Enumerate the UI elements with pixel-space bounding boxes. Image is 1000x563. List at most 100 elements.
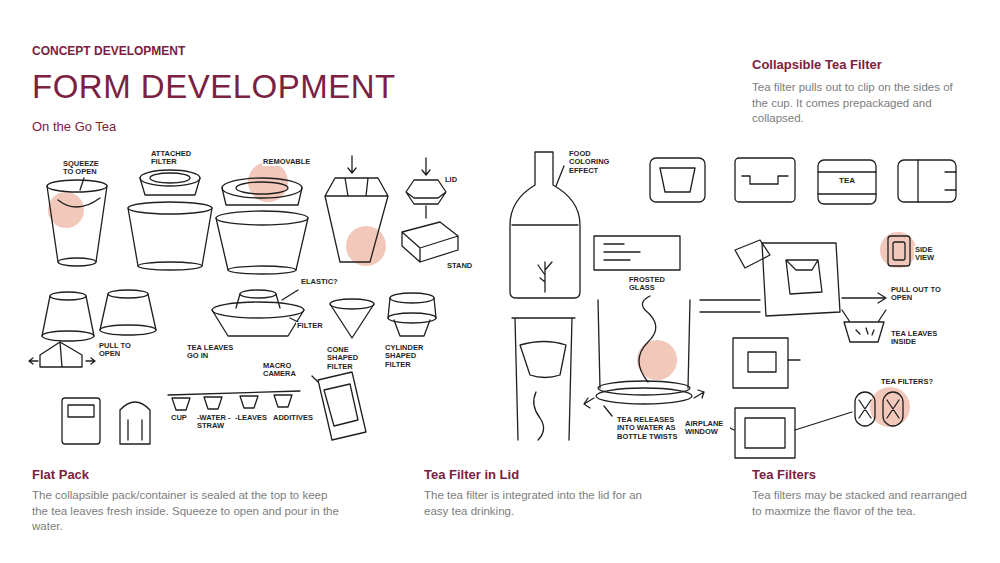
elastic-filter-cup-sketch (240, 290, 276, 298)
twist-bottle-sketch (596, 388, 692, 404)
bottle-sketch (512, 224, 578, 225)
cylinder-filter-sketch (388, 293, 436, 336)
highlight-dot (48, 192, 84, 228)
sketch-annotation: AIRPLANE WINDOW (684, 420, 730, 437)
twist-bottle-sketch (604, 406, 612, 416)
collapsible-filter-sketch (700, 236, 910, 316)
airplane-window-sketch (730, 428, 734, 430)
removable-filter-cup-sketch (236, 182, 288, 194)
attached-filter-cup-sketch (128, 170, 212, 270)
lid-filter-cup-sketch (520, 342, 566, 378)
twist-bottle-sketch (598, 300, 690, 388)
lantern-cup-sketch (348, 156, 356, 173)
attached-filter-cup-sketch (140, 178, 200, 195)
filter-tray-sketch (788, 359, 800, 360)
sketch-annotation: TEA LEAVES INSIDE (890, 330, 940, 347)
sketch-annotation: PULL TO OPEN (98, 342, 136, 359)
sketch-annotation: FILTER (296, 322, 328, 330)
sketch-annotation: ELASTIC? (300, 278, 342, 286)
sketch-annotation: SQUEEZE TO OPEN (62, 160, 106, 177)
sketch-annotation: CUP (170, 414, 192, 422)
elastic-filter-cup-sketch (282, 290, 298, 322)
removable-filter-cup-sketch (222, 188, 302, 205)
highlight-dot (880, 232, 916, 268)
squeeze-cup-sketch (80, 178, 84, 190)
sketch-annotation: SIDE VIEW (914, 246, 950, 263)
card-and-dispenser-sketch (68, 405, 94, 417)
camera-sketch (312, 376, 318, 382)
lid-and-stand-sketch (402, 222, 458, 262)
twist-bottle-sketch (584, 296, 704, 416)
collapsible-filter-sketch (762, 243, 840, 316)
airplane-window-sketch (795, 412, 852, 430)
sketch-annotation: ATTACHED FILTER (150, 150, 198, 167)
airplane-window-sketch (735, 408, 795, 458)
lid-and-stand-sketch (425, 206, 426, 218)
highlight-dot (870, 387, 910, 427)
tea-package-sketch (818, 172, 876, 194)
squeeze-cup-sketch (58, 258, 96, 266)
concept-heading: Tea Filter in Lid (424, 467, 519, 482)
tea-package-sketch (918, 160, 956, 202)
lantern-cup-sketch (325, 156, 388, 262)
filter-tray-sketch (748, 352, 776, 372)
concept-description: Tea filters may be stacked and rearrange… (752, 488, 974, 519)
lantern-cup-sketch (325, 178, 388, 262)
removable-filter-cup-sketch (228, 266, 296, 274)
squeeze-cup-sketch (47, 178, 107, 266)
attached-filter-cup-sketch (128, 202, 212, 214)
tea-package-sketch (650, 158, 956, 204)
sketch-annotation: FOOD COLORING EFFECT (568, 150, 620, 175)
cup-row-sketch (240, 396, 258, 408)
collapsible-filter-sketch (735, 240, 770, 268)
cylinder-filter-sketch (390, 293, 434, 303)
lid-and-stand-sketch (422, 158, 430, 175)
collapsible-filter-sketch (786, 260, 822, 294)
sketch-annotation: -LEAVES (234, 414, 270, 422)
attached-filter-cup-sketch (138, 262, 202, 270)
flat-cup-sketch (42, 296, 94, 336)
concept-description: The tea filter is integrated into the li… (424, 488, 656, 519)
sketch-annotation: TEA LEAVES GO IN (186, 344, 236, 361)
tea-package-sketch (660, 168, 695, 192)
sketch-annotation: REMOVABLE (262, 158, 312, 166)
cylinder-filter-sketch (394, 320, 430, 336)
concept-description: The collapsible pack/container is sealed… (32, 488, 344, 535)
frosted-glass-sketch (594, 236, 680, 270)
tea-package-sketch (742, 176, 788, 184)
lid-filter-cup-sketch (512, 318, 575, 440)
lid-and-stand-sketch (402, 158, 458, 262)
filter-tray-sketch (842, 310, 886, 342)
bottle-sketch (556, 166, 564, 186)
tea-package-sketch (898, 160, 956, 202)
elastic-filter-cup-sketch (212, 290, 304, 336)
attached-filter-cup-sketch (150, 173, 190, 183)
elastic-filter-cup-sketch (212, 302, 304, 318)
cup-row-sketch (172, 398, 190, 410)
cup-row-sketch (204, 397, 222, 409)
sketch-annotation: PULL OUT TO OPEN (890, 286, 942, 303)
card-and-dispenser-sketch (120, 402, 150, 444)
tea-package-sketch (735, 158, 795, 202)
squeeze-cup-sketch (47, 180, 107, 192)
sketch-annotation: FROSTED GLASS (628, 276, 676, 293)
sketch-annotation: ADDITIVES (272, 414, 318, 422)
sketch-annotation: STAND (446, 262, 478, 270)
flat-cup-sketch (50, 292, 86, 300)
filter-tray-sketch (733, 310, 886, 388)
section-kicker: CONCEPT DEVELOPMENT (32, 44, 185, 58)
frosted-glass-sketch (604, 244, 640, 260)
frosted-glass-sketch (594, 236, 680, 270)
tea-package-sketch (650, 158, 705, 202)
airplane-window-sketch (859, 400, 899, 418)
cone-filter-sketch (330, 304, 374, 338)
sketch-annotation: CYLINDER SHAPED FILTER (384, 344, 438, 369)
highlight-dot (346, 226, 386, 266)
flat-cup-sketch (108, 290, 148, 298)
pull-pack-sketch (40, 342, 82, 367)
collapsible-filter-sketch (888, 236, 910, 266)
package-label: TEA (834, 177, 860, 186)
cup-row-sketch (168, 391, 300, 410)
elastic-filter-cup-sketch (236, 294, 280, 308)
flat-cup-sketch (42, 331, 94, 341)
